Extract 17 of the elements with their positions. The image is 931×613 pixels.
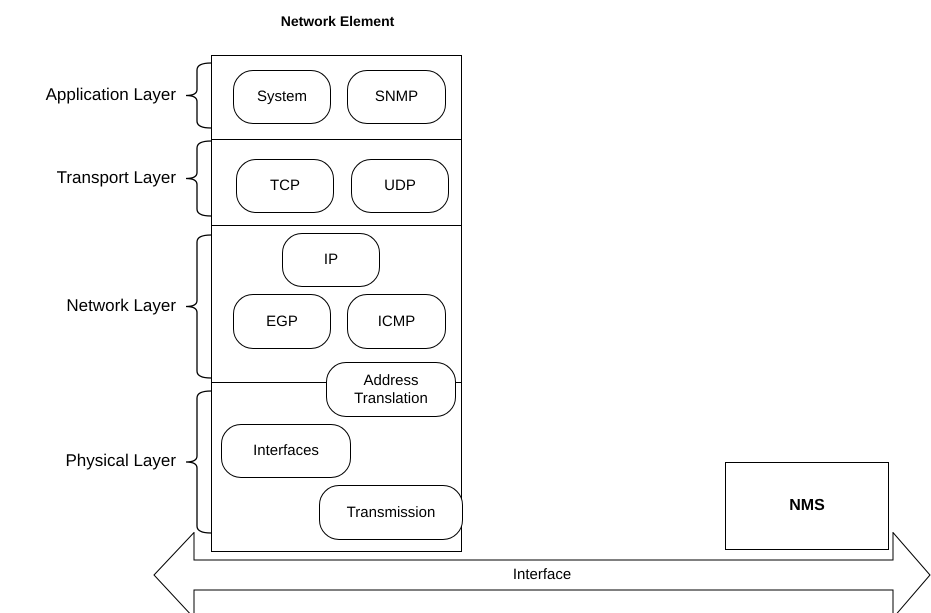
protocol-box: Interfaces: [221, 424, 351, 478]
protocol-box: EGP: [233, 294, 331, 349]
box-heading: Network Element: [280, 13, 396, 29]
protocol-box: SNMP: [347, 70, 446, 124]
protocol-box: Address Translation: [326, 362, 456, 417]
protocol-box: ICMP: [347, 294, 446, 349]
nms-box: NMS: [725, 462, 889, 550]
protocol-box: UDP: [351, 159, 449, 213]
protocol-box: IP: [282, 233, 380, 287]
layer-label: Application Layer: [46, 84, 176, 104]
protocol-box: System: [233, 70, 331, 124]
layer-label: Transport Layer: [56, 168, 176, 188]
protocol-box: TCP: [236, 159, 334, 213]
layer-label: Network Layer: [66, 296, 176, 316]
layer-label: Physical Layer: [65, 451, 176, 471]
double-block-arrow: Interface: [153, 532, 931, 613]
protocol-box: Transmission: [319, 485, 463, 540]
